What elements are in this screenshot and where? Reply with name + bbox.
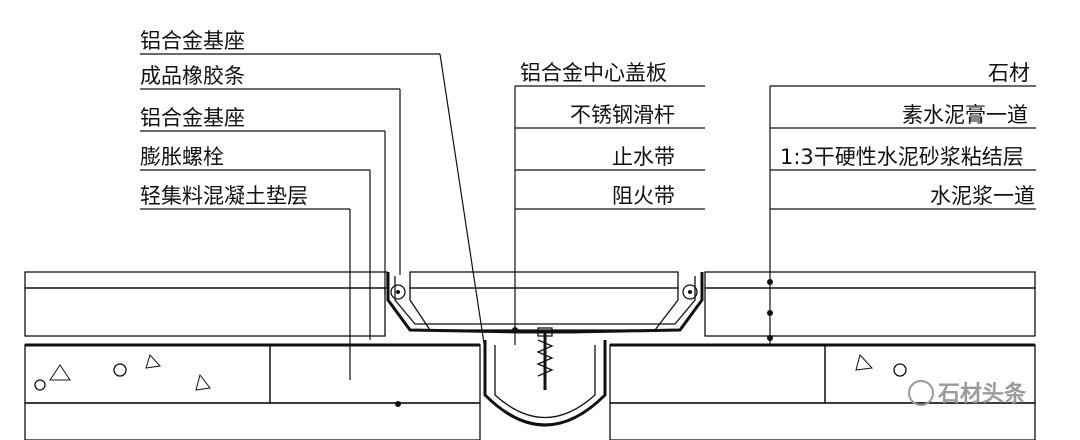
expansion-bolt — [536, 327, 554, 390]
cushion-layer — [24, 344, 1036, 404]
label-cement-paste: 素水泥膏一道 — [902, 103, 1028, 127]
leader-lines — [349, 53, 771, 380]
label-slide-rod: 不锈钢滑杆 — [570, 103, 675, 127]
aluminum-base-profile — [386, 272, 704, 334]
structural-slab — [24, 343, 1036, 440]
label-aluminum-base: 铝合金基座 — [140, 106, 245, 130]
label-waterstop: 止水带 — [612, 145, 675, 169]
dots — [395, 279, 773, 407]
label-center-cover: 铝合金中心盖板 — [520, 61, 667, 85]
label-stone: 石材 — [988, 61, 1030, 85]
fire-barrier-and-waterstop — [483, 340, 607, 427]
label-rubber-strip: 成品橡胶条 — [140, 64, 245, 88]
watermark: 石材头条 — [908, 380, 1027, 407]
label-mortar-bed: 1:3干硬性水泥砂浆粘结层 — [780, 145, 1024, 169]
label-expansion-bolt: 膨胀螺栓 — [140, 145, 224, 169]
watermark-text: 石材头条 — [937, 381, 1027, 407]
stone-layer — [24, 271, 1036, 289]
center-label-group: 铝合金中心盖板 不锈钢滑杆 止水带 阻火带 — [515, 61, 705, 210]
mortar-layer — [24, 287, 1036, 337]
left-label-group: 铝合金基座 成品橡胶条 铝合金基座 膨胀螺栓 轻集料混凝土垫层 — [140, 29, 440, 210]
label-fire-barrier: 阻火带 — [612, 184, 675, 208]
label-aluminum-base-top: 铝合金基座 — [140, 29, 245, 53]
label-lightweight-concrete: 轻集料混凝土垫层 — [140, 184, 308, 208]
label-cement-slurry: 水泥浆一道 — [930, 184, 1035, 208]
right-label-group: 石材 素水泥膏一道 1:3干硬性水泥砂浆粘结层 水泥浆一道 — [770, 61, 1036, 210]
